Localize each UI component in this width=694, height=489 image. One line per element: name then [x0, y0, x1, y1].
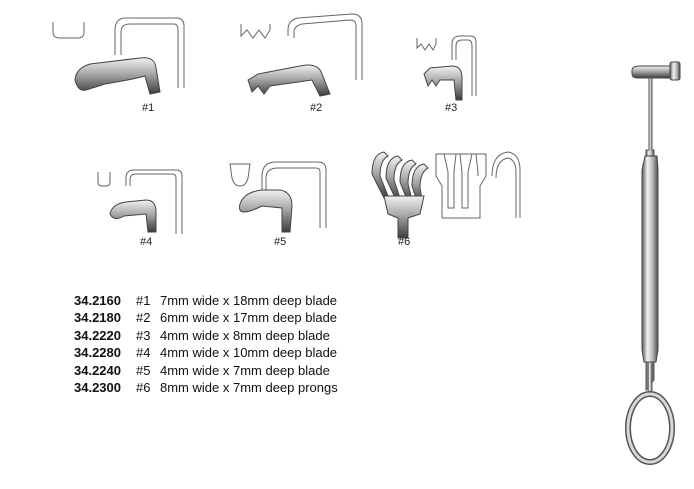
- figure-label-6: #6: [398, 236, 410, 248]
- figure-label-1: #1: [142, 102, 154, 114]
- spec-list: 34.2160 #1 7mm wide x 18mm deep blade 34.2…: [74, 292, 338, 396]
- figure-number: #5: [136, 362, 151, 378]
- full-instrument-illustration: [625, 61, 681, 465]
- catalog-number: 34.2300: [74, 380, 121, 396]
- figure-number: #6: [136, 380, 151, 396]
- spec-description: 7mm wide x 18mm deep blade: [160, 293, 338, 308]
- figure-label-3: #3: [445, 102, 457, 114]
- blade-3-illustration: [416, 35, 477, 101]
- spec-row: 34.2180 #2 6mm wide x 17mm deep blade: [74, 309, 338, 326]
- figure-number: #4: [136, 345, 151, 361]
- spec-row: 34.2220 #3 4mm wide x 8mm deep blade: [74, 327, 338, 344]
- catalog-number: 34.2280: [74, 345, 121, 361]
- blade-4-illustration: [97, 169, 183, 234]
- spec-row: 34.2240 #5 4mm wide x 7mm deep blade: [74, 362, 338, 379]
- spec-description: 4mm wide x 8mm deep blade: [160, 327, 330, 343]
- rake-6-illustration: [371, 151, 521, 239]
- blade-2-illustration: [240, 13, 363, 97]
- catalog-number: 34.2180: [74, 310, 121, 326]
- figure-label-2: #2: [310, 102, 322, 114]
- blade-1-illustration: [52, 17, 185, 95]
- spec-row: 34.2160 #1 7mm wide x 18mm deep blade: [74, 292, 338, 309]
- figure-label-4: #4: [140, 236, 152, 248]
- figure-label-5: #5: [274, 236, 286, 248]
- spec-row: 34.2300 #6 8mm wide x 7mm deep prongs: [74, 379, 338, 396]
- spec-description: 4mm wide x 7mm deep blade: [160, 362, 330, 378]
- spec-description: 8mm wide x 7mm deep prongs: [160, 380, 338, 396]
- catalog-number: 34.2240: [74, 362, 121, 378]
- figure-number: #3: [136, 327, 151, 343]
- spec-description: 6mm wide x 17mm deep blade: [160, 310, 338, 326]
- catalog-number: 34.2160: [74, 293, 121, 308]
- blade-5-illustration: [229, 161, 327, 233]
- figure-number: #2: [136, 310, 151, 326]
- spec-row: 34.2280 #4 4mm wide x 10mm deep blade: [74, 344, 338, 361]
- catalog-number: 34.2220: [74, 327, 121, 343]
- spec-description: 4mm wide x 10mm deep blade: [160, 345, 338, 361]
- figure-number: #1: [136, 293, 151, 308]
